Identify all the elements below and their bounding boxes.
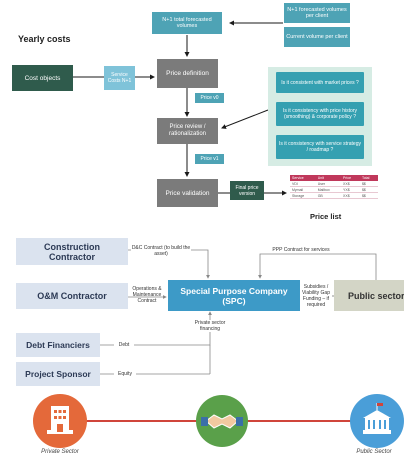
table-cell: XX$: [341, 192, 360, 199]
om-contract-label: Operations & Maintenance Contract: [132, 286, 162, 304]
ppp-contract-label: PPP Contract for services: [262, 247, 340, 253]
private-sector-caption: Private Sector: [41, 449, 79, 455]
spc-box: Special Purpose Company (SPC): [168, 280, 300, 311]
table-header: Unit: [315, 175, 342, 181]
question-service-strategy: Is it consistency with service strategy …: [276, 135, 364, 159]
forecast-volumes-box: N+1 total forecasted volumes: [152, 12, 222, 34]
price-review-box: Price review / rationalization: [157, 118, 218, 144]
table-cell: Storage: [290, 192, 316, 199]
question-market-prices: Is it consistent with market prices ?: [276, 72, 364, 93]
handshake-icon: [201, 414, 243, 429]
equity-label: Equity: [114, 371, 136, 377]
table-cell: YX$: [341, 186, 360, 193]
price-validation-box: Price validation: [157, 179, 218, 207]
table-cell: Mailbox: [315, 186, 342, 193]
table-header: Total: [359, 175, 378, 181]
service-costs-box: Service Costs N+1: [104, 66, 135, 90]
subsidies-label: Subsidies / Viability Gap Funding – if r…: [300, 284, 332, 308]
table-row: Mymail Mailbox YX$ $$: [290, 186, 378, 193]
project-sponsor-box: Project Sponsor: [16, 362, 100, 386]
current-per-client-box: Current volume per client: [284, 27, 350, 47]
price-definition-box: Price definition: [157, 59, 218, 88]
public-sector-box: Public sector: [334, 280, 404, 311]
table-header: Service: [290, 175, 316, 181]
table-cell: Mymail: [290, 186, 316, 193]
partnership-circle: [196, 395, 248, 447]
price-list-caption: Price list: [310, 212, 342, 221]
price-list-table: Service Unit Price Total VDI User XX$ $$…: [290, 175, 378, 199]
cost-objects-box: Cost objects: [12, 65, 73, 91]
table-header: Price: [341, 175, 360, 181]
building-icon: [47, 406, 73, 434]
debt-financiers-box: Debt Financiers: [16, 333, 100, 357]
private-sector-circle: [33, 394, 87, 448]
debt-label: Debt: [114, 342, 134, 348]
table-row: VDI User XX$ $$: [290, 181, 378, 187]
price-v0-tag: Price v0: [195, 93, 224, 103]
final-price-box: Final price version: [230, 181, 264, 200]
capitol-icon: [363, 403, 391, 434]
private-financing-label: Private sector financing: [186, 320, 234, 332]
table-cell: GB: [315, 192, 342, 199]
table-cell: $$: [359, 186, 378, 193]
forecast-per-client-box: N+1 forecasted volumes per client: [284, 3, 350, 23]
table-cell: XX$: [341, 181, 360, 187]
construction-contractor-box: Construction Contractor: [16, 238, 128, 265]
dc-contract-label: D&C Contract (to build the asset): [131, 245, 191, 257]
public-sector-circle: [350, 394, 404, 448]
table-cell: $$: [359, 181, 378, 187]
question-price-history: Is it consistency with price history (sm…: [276, 102, 364, 126]
public-sector-label: Public sector: [348, 290, 404, 301]
table-row: Storage GB XX$ $$: [290, 192, 378, 199]
table-cell: VDI: [290, 181, 316, 187]
yearly-costs-title: Yearly costs: [18, 34, 71, 44]
public-sector-caption: Public Sector: [356, 449, 392, 455]
table-cell: $$: [359, 192, 378, 199]
price-v1-tag: Price v1: [195, 154, 224, 164]
table-cell: User: [315, 181, 342, 187]
om-contractor-box: O&M Contractor: [16, 283, 128, 309]
